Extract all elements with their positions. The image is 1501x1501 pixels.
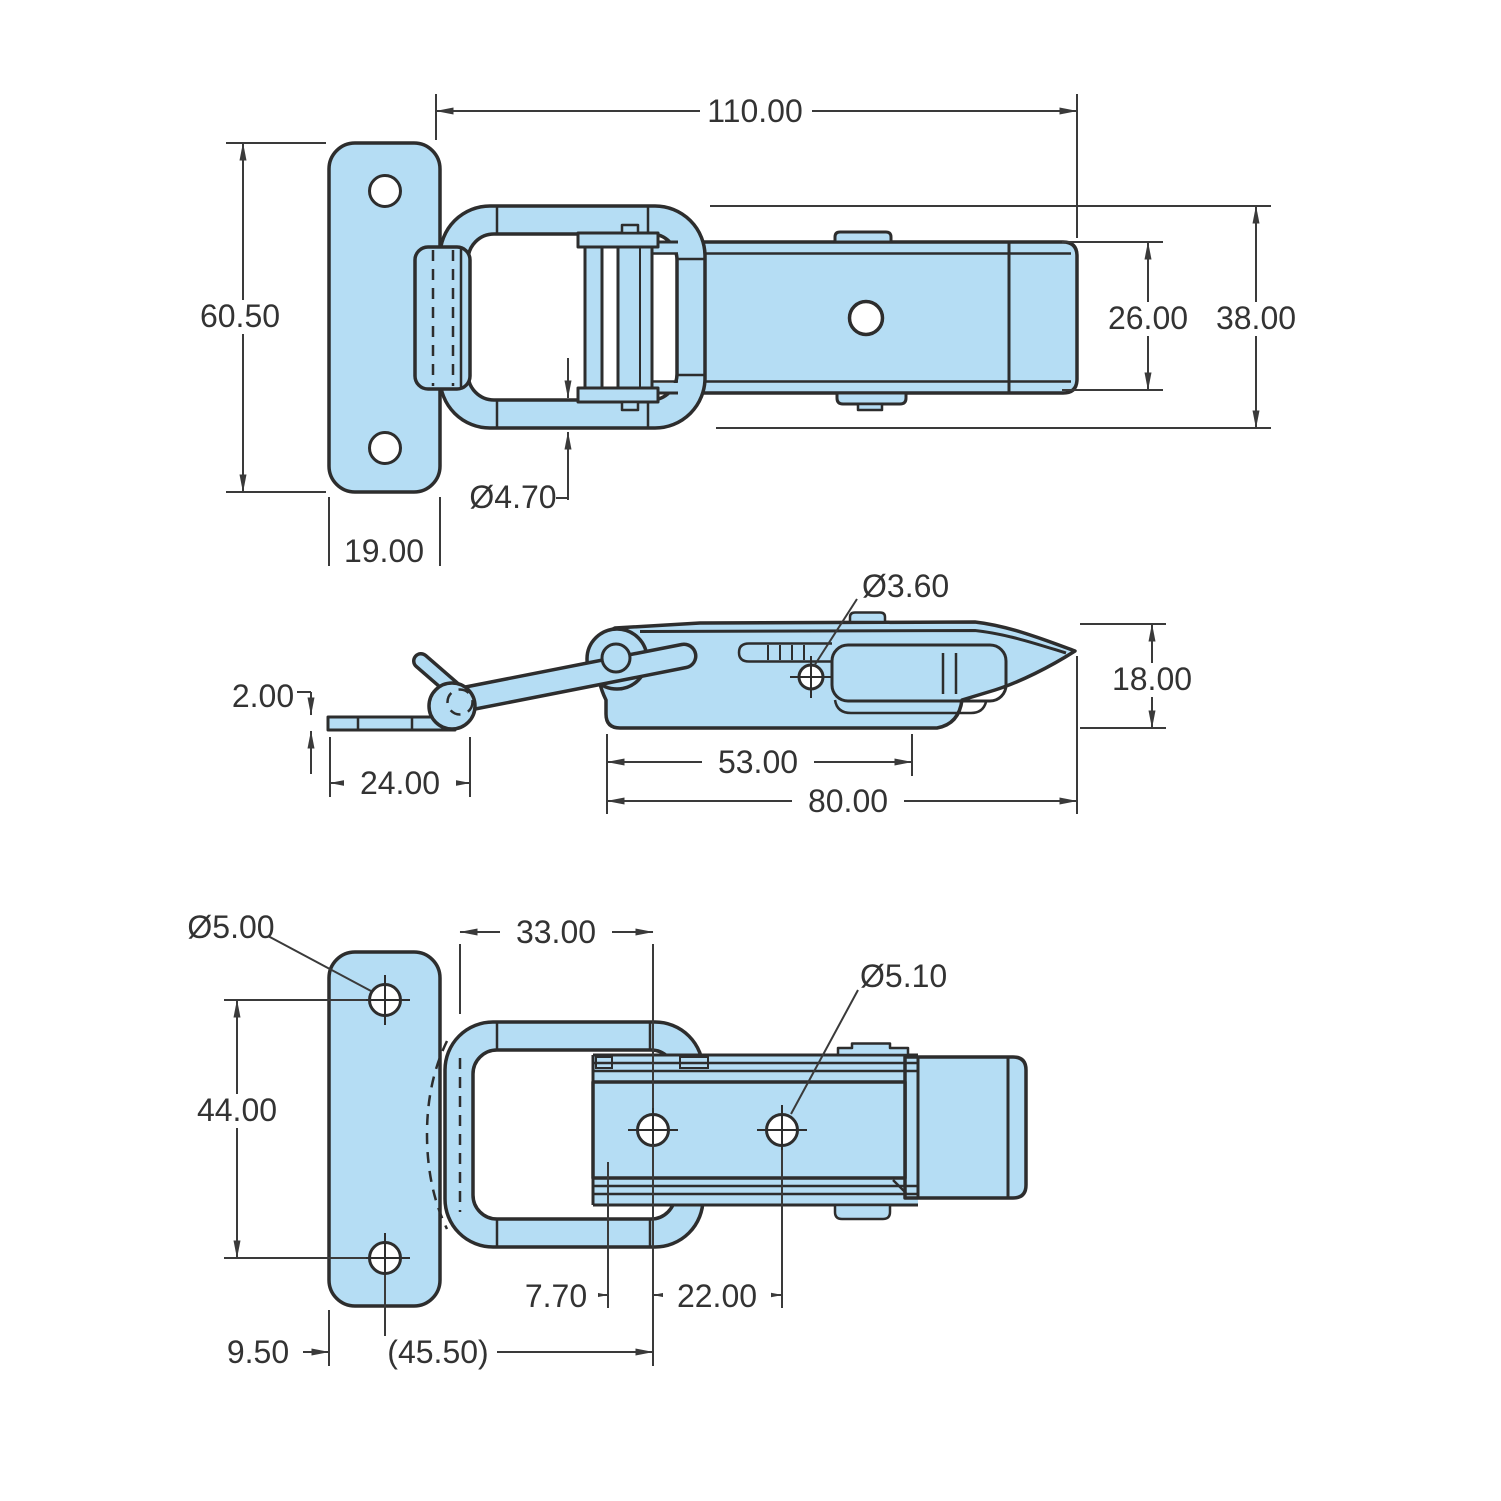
dim-label-18: 18.00 [1112,661,1192,697]
dim-hole-diameter: Ø3.60 [813,568,949,667]
dim-label-3-60: Ø3.60 [862,568,949,604]
dim-hole-distance: 53.00 [606,734,913,814]
dim-label-33: 33.00 [516,914,596,950]
dim-hook-thickness: 2.00 [232,678,315,774]
dim-label-5-10: Ø5.10 [860,958,947,994]
bottom-tab [835,391,908,406]
dim-overall-height: 18.00 [1080,623,1208,729]
bottom-tab-bottomview [833,1203,892,1221]
dim-label-60-50: 60.50 [200,298,280,334]
dim-overall-length: 80.00 [606,656,1078,819]
view-bottom: Ø5.00 33.00 Ø5.10 44.00 7.70 [181,909,1028,1370]
dim-body-height: 26.00 [1062,241,1204,391]
dim-label-22: 22.00 [677,1278,757,1314]
top-tabs-bottomview [836,1042,910,1057]
dim-hole-offset: 7.70 [512,1162,609,1314]
dim-label-45-50: (45.50) [387,1334,488,1370]
view-side: Ø3.60 18.00 2.00 24.00 53.00 [232,568,1208,819]
dim-label-7-70: 7.70 [525,1278,587,1314]
dim-label-26: 26.00 [1108,300,1188,336]
dim-label-2: 2.00 [232,678,294,714]
dim-reference-spacing: (45.50) [379,1334,654,1370]
dim-plate-hole-spacing: 44.00 [181,999,366,1259]
internal-catch [737,642,1008,715]
spring-hole [790,656,832,698]
dim-label-110: 110.00 [707,93,803,129]
keeper-bracket [413,245,472,391]
view-front: 110.00 60.50 26.00 38.00 [183,93,1312,569]
dim-label-19: 19.00 [344,533,424,569]
plate-hole-top [368,174,402,208]
hook-plate-side [326,681,477,732]
lever-arm [441,642,698,715]
latch-body-front [653,230,1079,412]
dim-loop-height: 38.00 [710,205,1312,429]
dim-plate-width: 19.00 [328,497,441,569]
body-tail [903,1055,1028,1200]
dim-label-9-50: 9.50 [227,1334,289,1370]
dim-rivet-hole-diameter: Ø5.10 [790,958,947,1115]
dim-wire-diameter: Ø4.70 [469,358,572,515]
dim-loop-width: 33.00 [459,914,654,1108]
dim-label-44: 44.00 [197,1092,277,1128]
plate-hole-bottom-bottomview [360,1233,410,1283]
wire-bail-front [438,204,707,430]
dim-label-24: 24.00 [360,765,440,801]
rivet-hole-1 [628,1105,678,1155]
dim-label-80: 80.00 [808,783,888,819]
hidden-wire-section [446,688,474,716]
pivot-hole [600,642,632,674]
rivet-block-front [576,223,660,412]
dim-rivet-hole-spacing: 22.00 [652,1150,783,1314]
dim-hook-length: 24.00 [329,737,471,801]
top-tab [833,230,893,244]
dim-label-38: 38.00 [1216,300,1296,336]
dim-plate-hole-diameter: Ø5.00 [187,909,372,992]
dim-label-53: 53.00 [718,744,798,780]
plate-hole-top-bottomview [360,975,410,1025]
bottom-tab-step [856,402,884,412]
hook-curl [427,681,477,731]
dim-label-5-00: Ø5.00 [187,909,274,945]
latch-body-bottom [591,1042,1028,1221]
plate-hole-bottom [368,431,402,465]
top-tab-side [848,611,887,624]
dim-label-4-70: Ø4.70 [469,479,556,515]
body-hole [847,299,885,337]
rivet-hole-2 [757,1105,807,1155]
dim-plate-height: 60.50 [183,142,326,493]
dim-overall-width: 110.00 [435,93,1078,238]
